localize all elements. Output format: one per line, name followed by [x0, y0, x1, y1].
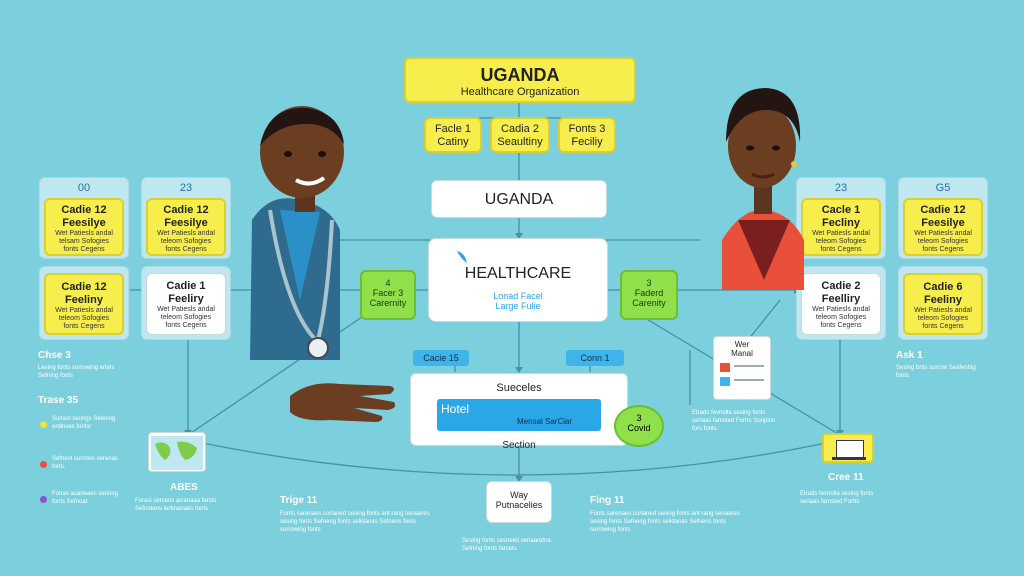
legend-dot-red — [40, 461, 47, 468]
healthcare-logo-icon — [457, 251, 467, 263]
success-panel: Sueceles Hotel Mensal SarCiar Section — [410, 373, 628, 451]
way-box: Way Putnacelies — [486, 481, 552, 523]
wer-manal-card: Wer Manal — [713, 336, 771, 400]
right-card-2: G5 Cadie 12 Feesilye Wet Patiesls andal … — [898, 177, 988, 259]
healthcare-title: HEALTHCARE — [464, 265, 572, 282]
document-icon — [720, 363, 730, 372]
hotel-label: Hotel — [441, 402, 470, 416]
left-card-2: 23 Cadie 12 Feesilye Wet Patiesls andal … — [141, 177, 231, 259]
cree-title: Cree 11 — [828, 472, 864, 483]
top-box-3: Fonts 3 Feciliy — [558, 117, 616, 153]
ask-title: Ask 1 — [896, 350, 923, 361]
laptop-icon — [822, 433, 874, 463]
tag-conn[interactable]: Conn 1 — [566, 350, 624, 366]
world-map-icon — [148, 432, 206, 472]
abes-title: ABES — [170, 482, 198, 493]
right-card-4: Cadie 6 Feeliny Wet Patiesls andal teleo… — [898, 266, 988, 340]
page-subtitle: Healthcare Organization — [460, 86, 580, 98]
trase-title: Trase 35 — [38, 395, 79, 406]
healthcare-box: HEALTHCARE Lonad Facel Large Fulie — [428, 238, 608, 322]
center-uganda-box: UGANDA — [431, 180, 607, 218]
chse-title: Chse 3 — [38, 350, 71, 361]
legend-dot-purple — [40, 496, 47, 503]
right-card-1: 23 Cacle 1 Fecliny Wet Patiesls andal te… — [796, 177, 886, 259]
hand-illustration — [290, 383, 396, 422]
left-card-1: 00 Cadie 12 Feesilye Wet Patiesls andal … — [39, 177, 129, 259]
legend-dot-yellow — [40, 421, 47, 428]
woman-illustration — [722, 88, 804, 290]
right-card-3: Cadie 2 Feelliry Wet Patiesls andal tele… — [796, 266, 886, 340]
top-box-2: Cadia 2 Seaultiny — [490, 117, 550, 153]
left-card-4: Cadie 1 Feeliry Wet Patiesls andal teleo… — [141, 266, 231, 340]
trige-title: Trige 11 — [280, 495, 318, 506]
header-title-box: UGANDA Healthcare Organization — [404, 57, 636, 103]
fing-title: Fing 11 — [590, 495, 625, 506]
green-box-right: 3 Faderd Carenity — [620, 270, 678, 320]
green-box-left: 4 Facer 3 Carernity — [360, 270, 416, 320]
doctor-illustration — [250, 106, 344, 360]
left-card-3: Cadie 12 Feeliny Wet Patiesls andal tele… — [39, 266, 129, 340]
hotel-bar[interactable]: Hotel Mensal SarCiar — [437, 399, 601, 431]
top-box-1: Facle 1 Catiny — [424, 117, 482, 153]
covid-circle: 3 Covid — [614, 405, 664, 447]
page-title: UGANDA — [480, 65, 560, 85]
tag-cacie[interactable]: Cacie 15 — [413, 350, 469, 366]
